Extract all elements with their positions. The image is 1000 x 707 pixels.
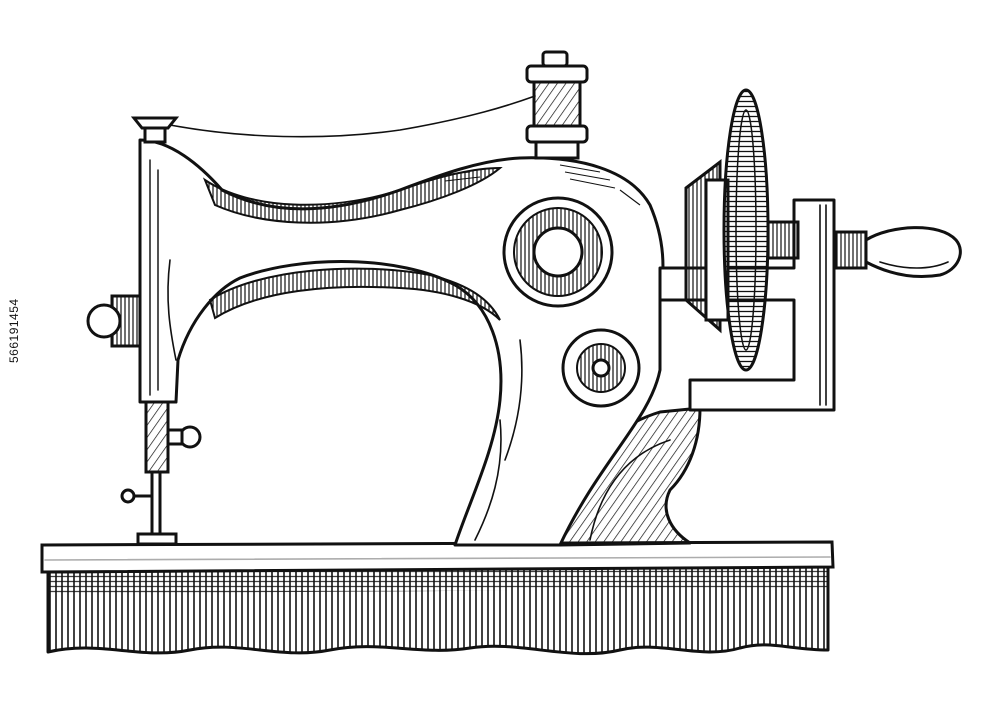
crank-handle [766,220,962,279]
needle-assembly [120,400,202,546]
table-base [40,540,835,656]
stock-id-watermark: 566191454 [7,298,21,363]
thread-guide-post [130,116,180,144]
hand-wheel [684,88,770,372]
thread-spool [525,50,589,160]
thread-line [154,95,536,138]
tension-knob [86,294,142,348]
upper-medallion [502,196,614,308]
lower-medallion [561,328,641,408]
